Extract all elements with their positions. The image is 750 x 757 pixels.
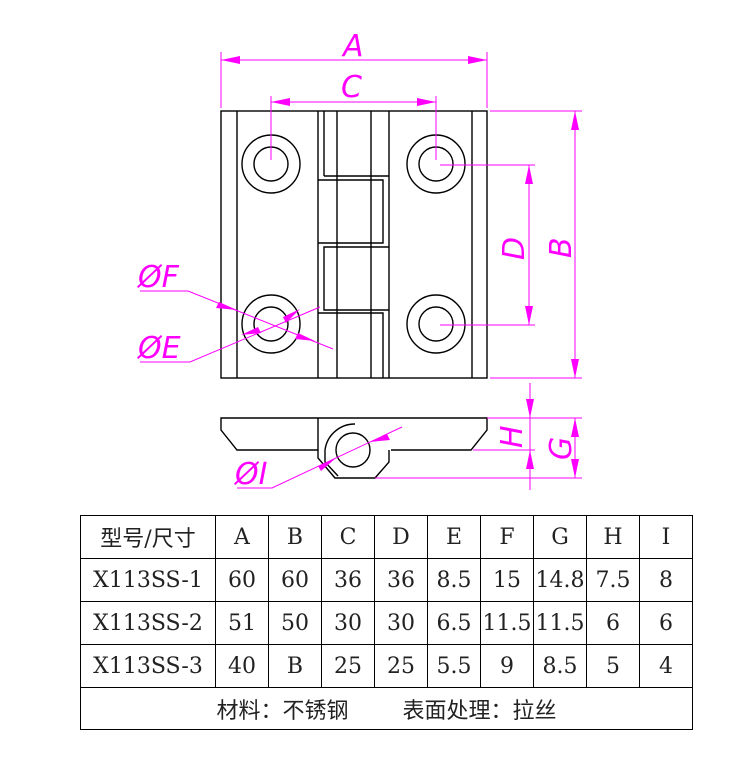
header-cell: G bbox=[533, 515, 587, 559]
value-cell: 60 bbox=[215, 558, 269, 602]
value-cell: 6 bbox=[586, 601, 640, 645]
dimension-label-d: D bbox=[497, 237, 532, 260]
value-cell: 50 bbox=[268, 601, 322, 645]
dimension-label-a: A bbox=[341, 29, 364, 64]
hinge-side-view bbox=[220, 417, 488, 479]
header-cell: B bbox=[268, 515, 322, 559]
value-cell: 9 bbox=[480, 644, 534, 688]
value-cell: B bbox=[268, 644, 322, 688]
hinge-drawing: A C D B ØF ØE H G ØI bbox=[136, 29, 582, 492]
dimension-label-f: ØF bbox=[136, 260, 180, 295]
value-cell: 14.8 bbox=[533, 558, 587, 602]
header-cell: C bbox=[321, 515, 375, 559]
screw-hole bbox=[241, 294, 301, 354]
dimension-label-i: ØI bbox=[233, 457, 268, 492]
value-cell: 11.5 bbox=[480, 601, 534, 645]
value-cell: 25 bbox=[374, 644, 428, 688]
model-cell: X113SS-1 bbox=[80, 558, 216, 602]
model-cell: X113SS-2 bbox=[80, 601, 216, 645]
value-cell: 7.5 bbox=[586, 558, 640, 602]
value-cell: 51 bbox=[215, 601, 269, 645]
value-cell: 40 bbox=[215, 644, 269, 688]
hinge-front-view bbox=[220, 110, 488, 379]
value-cell: 25 bbox=[321, 644, 375, 688]
surface-treatment-text: 表面处理：拉丝 bbox=[402, 698, 557, 724]
value-cell: 8.5 bbox=[427, 558, 481, 602]
dimension-label-h: H bbox=[495, 425, 530, 448]
value-cell: 36 bbox=[321, 558, 375, 602]
dimension-label-b: B bbox=[544, 237, 579, 258]
header-cell: D bbox=[374, 515, 428, 559]
value-cell: 8 bbox=[639, 558, 693, 602]
table-row: X113SS-1 60 60 36 36 8.5 15 14.8 7.5 8 bbox=[80, 558, 693, 602]
table-header-row: 型号/尺寸 A B C D E F G H I bbox=[80, 515, 693, 559]
header-cell: A bbox=[215, 515, 269, 559]
spec-table: 型号/尺寸 A B C D E F G H I X113SS-1 60 60 3… bbox=[80, 515, 693, 730]
value-cell: 36 bbox=[374, 558, 428, 602]
value-cell: 30 bbox=[374, 601, 428, 645]
header-cell: I bbox=[639, 515, 693, 559]
value-cell: 5 bbox=[586, 644, 640, 688]
header-cell: 型号/尺寸 bbox=[80, 515, 216, 559]
model-cell: X113SS-3 bbox=[80, 644, 216, 688]
value-cell: 30 bbox=[321, 601, 375, 645]
value-cell: 6.5 bbox=[427, 601, 481, 645]
value-cell: 5.5 bbox=[427, 644, 481, 688]
table-row: X113SS-2 51 50 30 30 6.5 11.5 11.5 6 6 bbox=[80, 601, 693, 645]
dimension-label-c: C bbox=[341, 70, 362, 105]
dimension-label-e: ØE bbox=[136, 331, 181, 366]
value-cell: 60 bbox=[268, 558, 322, 602]
value-cell: 11.5 bbox=[533, 601, 587, 645]
value-cell: 8.5 bbox=[533, 644, 587, 688]
screw-hole bbox=[406, 294, 466, 354]
dimension-label-g: G bbox=[544, 437, 579, 460]
header-cell: F bbox=[480, 515, 534, 559]
value-cell: 15 bbox=[480, 558, 534, 602]
value-cell: 6 bbox=[639, 601, 693, 645]
header-cell: H bbox=[586, 515, 640, 559]
table-row: X113SS-3 40 B 25 25 5.5 9 8.5 5 4 bbox=[80, 644, 693, 688]
header-cell: E bbox=[427, 515, 481, 559]
material-text: 材料：不锈钢 bbox=[216, 698, 349, 724]
table-footer-row: 材料：不锈钢 表面处理：拉丝 bbox=[80, 687, 693, 730]
dimension-lines bbox=[140, 52, 582, 490]
value-cell: 4 bbox=[639, 644, 693, 688]
footer-cell: 材料：不锈钢 表面处理：拉丝 bbox=[80, 687, 693, 730]
